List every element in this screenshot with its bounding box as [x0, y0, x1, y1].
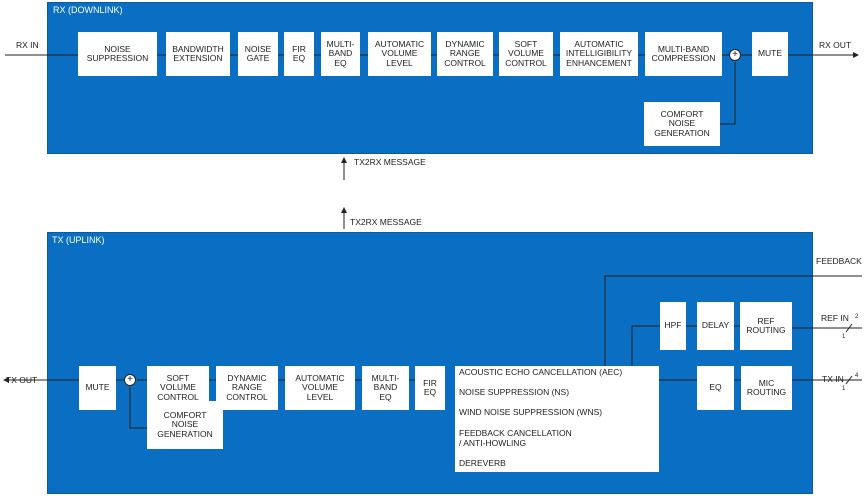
- aec-item: ACOUSTIC ECHO CANCELLATION (AEC): [459, 367, 623, 377]
- rx-sum-junction-icon: +: [729, 49, 741, 61]
- tx-comfort-noise-generation-block[interactable]: COMFORT NOISE GENERATION: [147, 401, 223, 449]
- feedback-label: FEEDBACK: [816, 256, 862, 266]
- tx-eq-block[interactable]: EQ: [697, 366, 734, 410]
- rx-automatic-intelligibility-enhancement-block[interactable]: AUTOMATIC INTELLIGIBILITY ENHANCEMENT: [560, 32, 638, 76]
- tx-sum-junction-icon: +: [124, 374, 136, 386]
- rx-noise-suppression-block[interactable]: NOISE SUPPRESSION: [78, 32, 157, 76]
- rx-automatic-volume-level-block[interactable]: AUTOMATIC VOLUME LEVEL: [368, 32, 431, 76]
- rx-mute-block[interactable]: MUTE: [752, 32, 788, 76]
- tx-ref-routing-block[interactable]: REF ROUTING: [740, 302, 792, 350]
- tx-automatic-volume-level-block[interactable]: AUTOMATIC VOLUME LEVEL: [285, 366, 355, 410]
- aec-item: WIND NOISE SUPPRESSION (WNS): [459, 407, 603, 417]
- rx-bandwidth-extension-block[interactable]: BANDWIDTH EXTENSION: [166, 32, 230, 76]
- tx-tx2rx-message-label: TX2RX MESSAGE: [350, 217, 422, 227]
- rx-tx2rx-message-label: TX2RX MESSAGE: [354, 157, 426, 167]
- rx-comfort-noise-generation-block[interactable]: COMFORT NOISE GENERATION: [644, 102, 720, 146]
- tx-aec-processing-block[interactable]: ACOUSTIC ECHO CANCELLATION (AEC) NOISE S…: [455, 366, 659, 472]
- rx-soft-volume-control-block[interactable]: SOFT VOLUME CONTROL: [499, 32, 553, 76]
- rx-out-label: RX OUT: [819, 40, 852, 50]
- rx-noise-gate-block[interactable]: NOISE GATE: [238, 32, 278, 76]
- aec-item: DEREVERB: [459, 458, 506, 468]
- rx-dynamic-range-control-block[interactable]: DYNAMIC RANGE CONTROL: [437, 32, 493, 76]
- aec-item: NOISE SUPPRESSION (NS): [459, 387, 570, 397]
- tx-panel-title: TX (UPLINK): [52, 235, 105, 245]
- ref-in-label: REF IN: [821, 313, 849, 323]
- ref-in-channel-tick: 1: [842, 334, 846, 340]
- tx-hpf-block[interactable]: HPF: [660, 302, 686, 350]
- tx-out-label: TX OUT: [6, 375, 38, 385]
- rx-in-label: RX IN: [16, 40, 39, 50]
- rx-multiband-compression-block[interactable]: MULTI-BAND COMPRESSION: [645, 32, 722, 76]
- tx-in-label: TX IN: [822, 374, 844, 384]
- tx-delay-block[interactable]: DELAY: [697, 302, 734, 350]
- aec-item: FEEDBACK CANCELLATION / ANTI-HOWLING: [459, 428, 572, 448]
- tx-mic-routing-block[interactable]: MIC ROUTING: [741, 366, 792, 410]
- tx-mute-block[interactable]: MUTE: [79, 366, 116, 410]
- tx-multiband-eq-block[interactable]: MULTI- BAND EQ: [362, 366, 409, 410]
- ref-in-channel-count: 2: [855, 314, 859, 320]
- tx-in-channel-tick: 1: [842, 386, 846, 392]
- tx-dynamic-range-control-block[interactable]: DYNAMIC RANGE CONTROL: [216, 366, 278, 410]
- tx-in-channel-count: 4: [855, 373, 859, 379]
- tx-fir-eq-block[interactable]: FIR EQ: [415, 366, 445, 410]
- rx-multiband-eq-block[interactable]: MULTI- BAND EQ: [321, 32, 360, 76]
- rx-fir-eq-block[interactable]: FIR EQ: [284, 32, 314, 76]
- rx-panel-title: RX (DOWNLINK): [53, 5, 123, 15]
